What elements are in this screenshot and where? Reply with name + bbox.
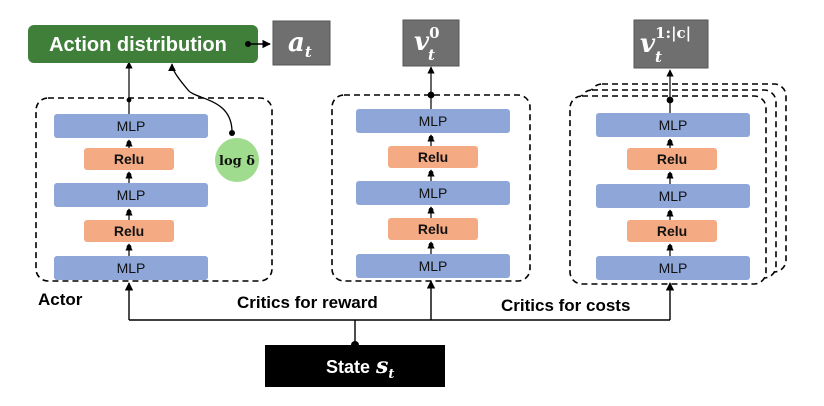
action-output-symbol: at xyxy=(288,28,312,61)
reward-layer-relu-1 xyxy=(388,218,478,240)
reward-layer-mlp-1 xyxy=(356,254,510,278)
state-label: State xyxy=(326,357,370,377)
cost-value-subscript: t xyxy=(655,48,662,66)
reward-value-box xyxy=(402,19,460,67)
log-std-dot xyxy=(229,130,235,136)
log-std-circle xyxy=(215,138,259,182)
cost-layer-mlp-3 xyxy=(596,113,750,137)
actor-layer-mlp-3-label: MLP xyxy=(117,118,146,134)
actor-layer-mlp-2 xyxy=(54,183,208,207)
state-subscript: t xyxy=(388,367,394,382)
cost-value-superscript: 1:|c| xyxy=(655,24,691,42)
reward-layer-mlp-2 xyxy=(356,181,510,205)
reward-connector-dots xyxy=(427,91,435,248)
cost-layer-mlp-2 xyxy=(596,184,750,208)
state-box xyxy=(265,345,445,387)
reward-layer-mlp-2-label: MLP xyxy=(419,185,448,201)
cost-layer-mlp-1-label: MLP xyxy=(659,260,688,276)
cost-layer-relu-1-label: Relu xyxy=(657,223,687,239)
cost-layer-mlp-2-label: MLP xyxy=(659,188,688,204)
reward-layer-relu-1-label: Relu xyxy=(418,221,448,237)
actor-layer-relu-1-label: Relu xyxy=(114,223,144,239)
reward-layer-mlp-3-label: MLP xyxy=(419,113,448,129)
actor-frame xyxy=(35,97,273,282)
actor-layer-relu-2-label: Relu xyxy=(114,151,144,167)
cost-critics-label: Critics for costs xyxy=(501,296,630,315)
cost-value-symbol: v1:|c|t xyxy=(640,24,691,66)
action-distribution-label: Action distribution xyxy=(49,34,227,56)
cost-layer-relu-1 xyxy=(627,220,717,242)
actor-layer-mlp-1-label: MLP xyxy=(117,260,146,276)
action-output-subscript: t xyxy=(305,43,312,61)
cost-layer-relu-2 xyxy=(627,148,717,170)
reward-critic-label: Critics for reward xyxy=(237,293,378,312)
reward-value-subscript: t xyxy=(428,46,435,64)
reward-layer-mlp-1-label: MLP xyxy=(419,258,448,274)
cost-layer-mlp-1 xyxy=(596,256,750,280)
actor-layer-relu-1 xyxy=(84,220,174,242)
actor-layer-mlp-2-label: MLP xyxy=(117,187,146,203)
reward-layer-relu-2-label: Relu xyxy=(418,149,448,165)
log-std-label: log δ xyxy=(219,154,255,169)
reward-layer-relu-2 xyxy=(388,146,478,168)
reward-layer-mlp-3 xyxy=(356,109,510,133)
cost-layer-relu-2-label: Relu xyxy=(657,151,687,167)
actor-layer-relu-2 xyxy=(84,148,174,170)
state-distribution-lines xyxy=(124,280,675,344)
reward-value-superscript: 0 xyxy=(429,24,439,42)
action-distribution-box xyxy=(28,25,258,63)
action-distribution-out-dot xyxy=(245,41,251,47)
cost-value-box xyxy=(633,19,709,69)
actor-label: Actor xyxy=(38,290,83,309)
log-std-curve xyxy=(168,63,233,133)
actor-layer-mlp-3 xyxy=(54,114,208,138)
cost-connector-dots xyxy=(666,96,674,250)
actor-connector-dots xyxy=(126,97,132,250)
cost-layer-mlp-3-label: MLP xyxy=(659,117,688,133)
actor-layer-mlp-1 xyxy=(54,256,208,280)
state-symbol: s xyxy=(375,353,388,379)
action-output-box xyxy=(272,20,331,66)
